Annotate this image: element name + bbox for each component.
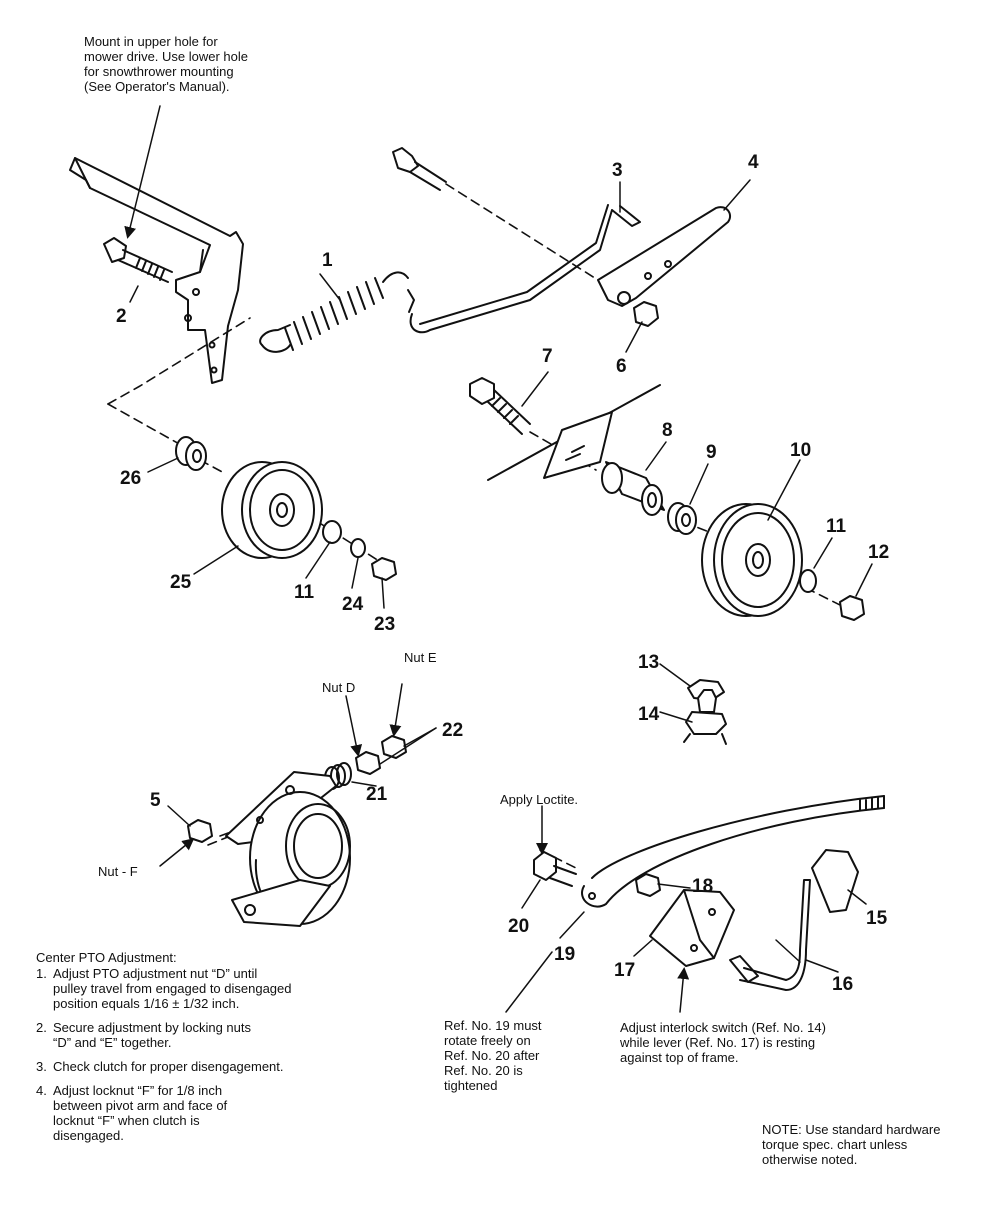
nut-labels: Nut E Nut D Nut - F [98,650,437,879]
callout-21: 21 [366,784,388,805]
note-interlock: Adjust interlock switch (Ref. No. 14) wh… [620,1020,826,1065]
mounting-bracket [69,157,244,384]
lever-17 [649,889,735,967]
callout-13: 13 [638,652,659,673]
shift-rod-16 [729,879,811,991]
callout-22: 22 [442,720,463,741]
label-nut-f: Nut - F [98,864,138,879]
bushing-9 [667,502,697,535]
bushing-26 [175,436,207,471]
callout-3: 3 [612,160,623,181]
step-number: 1. [36,966,47,981]
adjustment-step: 1. Adjust PTO adjustment nut “D” until p… [36,966,366,1011]
callout-10: 10 [790,440,811,461]
step-number: 2. [36,1020,47,1035]
note-hardware: NOTE: Use standard hardware torque spec.… [762,1122,941,1167]
callout-24: 24 [342,594,364,615]
step-text: Check clutch for proper disengagement. [53,1059,284,1074]
callout-8: 8 [662,420,673,441]
lockwasher-24 [350,538,366,558]
callout-19: 19 [554,944,575,965]
callout-4: 4 [748,152,759,173]
callout-12: 12 [868,542,889,563]
callout-9: 9 [706,442,717,463]
step-text: Secure adjustment by locking nuts “D” an… [53,1020,251,1050]
adjustment-step: 3. Check clutch for proper disengagement… [36,1059,366,1074]
nut-6 [633,301,659,327]
lever-4 [597,206,732,307]
step-number: 4. [36,1083,47,1098]
callout-numbers: 1 2 3 4 6 7 8 9 10 11 12 26 25 11 24 23 … [116,152,889,995]
pulley-25 [221,461,323,559]
bolt-7 [469,377,531,435]
callout-25: 25 [170,572,192,593]
callout-5: 5 [150,790,161,811]
frame-bracket [487,384,661,481]
label-nut-d: Nut D [322,680,355,695]
callout-18: 18 [692,876,713,897]
callout-26: 26 [120,468,141,489]
callout-11-right: 11 [826,516,847,537]
callout-23: 23 [374,614,395,635]
step-text: Adjust PTO adjustment nut “D” until pull… [53,966,292,1011]
spring-1 [259,271,409,353]
adjustment-step: 2. Secure adjustment by locking nuts “D”… [36,1020,366,1050]
callout-2: 2 [116,306,127,327]
callout-11-left: 11 [294,582,315,603]
knob-15 [811,849,859,913]
note-mount: Mount in upper hole for mower drive. Use… [84,34,249,94]
leader-lines [124,105,873,1013]
nut-12 [839,595,865,621]
note-ref19: Ref. No. 19 must rotate freely on Ref. N… [444,1018,542,1093]
nut-23 [371,557,397,581]
callout-1: 1 [322,250,333,271]
pulley-10 [701,503,803,617]
step-number: 3. [36,1059,47,1074]
callout-7: 7 [542,346,553,367]
rod-19 [581,795,885,908]
callout-20: 20 [508,916,529,937]
clutch-bracket [225,771,351,927]
label-nut-e: Nut E [404,650,437,665]
callout-16: 16 [832,974,853,995]
rod-3 [407,204,641,334]
adjustment-step: 4. Adjust locknut “F” for 1/8 inch betwe… [36,1083,366,1143]
interlock-switch-14 [683,689,727,745]
callout-15: 15 [866,908,888,929]
washer-11-right [799,569,817,593]
callout-6: 6 [616,356,627,377]
washer-11-left [322,520,342,544]
note-apply-loctite: Apply Loctite. [500,792,579,807]
nut-d [355,751,381,775]
callout-14: 14 [638,704,660,725]
callout-17: 17 [614,960,635,981]
step-text: Adjust locknut “F” for 1/8 inch between … [53,1083,228,1143]
bolt-2 [103,237,173,283]
nut-f [187,819,213,843]
rod-bolt [392,147,447,191]
nut-18 [635,873,661,897]
pto-adjustment-instructions: Center PTO Adjustment: 1. Adjust PTO adj… [36,950,366,1152]
spacer-8 [601,461,665,516]
adjustment-header: Center PTO Adjustment: [36,950,177,965]
